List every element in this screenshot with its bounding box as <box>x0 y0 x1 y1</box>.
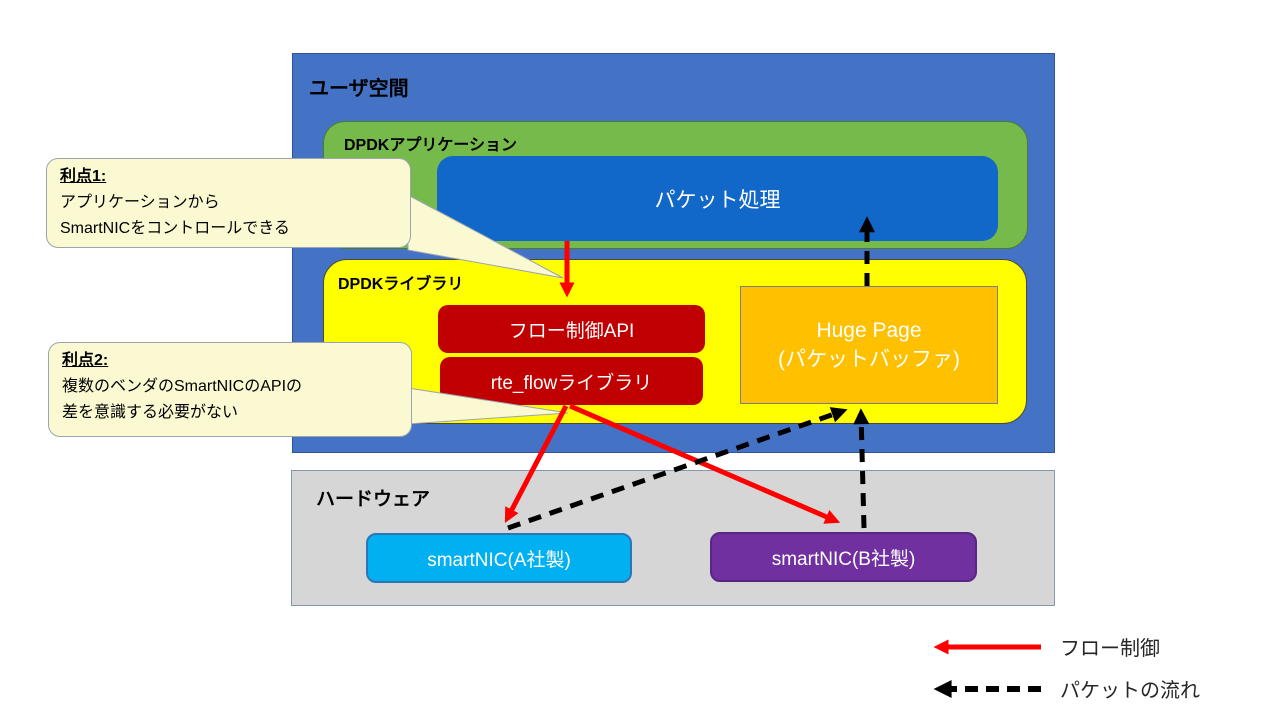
smartnic-a-label: smartNIC(A社製) <box>427 549 571 571</box>
smartnic-b-box: smartNIC(B社製) <box>710 532 977 582</box>
smartnic-a-box: smartNIC(A社製) <box>366 533 632 583</box>
callout-2-line2: 差を意識する必要がない <box>62 404 239 421</box>
flow-control-api-label: フロー制御API <box>508 320 635 342</box>
rte-flow-library-label: rte_flowライブラリ <box>490 372 653 394</box>
callout-benefit-2: 利点2: 複数のベンダのSmartNICのAPIの 差を意識する必要がない <box>48 342 412 437</box>
user-space-label: ユーザ空間 <box>309 78 409 100</box>
legend-flow-control-label: フロー制御 <box>1060 638 1160 660</box>
legend-packet-flow-label: パケットの流れ <box>1060 680 1200 702</box>
callout-2-line1: 複数のベンダのSmartNICのAPIの <box>62 378 303 395</box>
dpdk-library-label: DPDKライブラリ <box>338 276 464 293</box>
legend-packet-flow: パケットの流れ <box>926 674 1200 703</box>
huge-page-box: Huge Page (パケットバッファ) <box>740 286 998 404</box>
callout-1-line2: SmartNICをコントロールできる <box>60 220 290 237</box>
callout-1-title: 利点1: <box>60 168 107 185</box>
callout-2-title: 利点2: <box>62 352 109 369</box>
hardware-label: ハードウェア <box>316 489 431 510</box>
legend-solid-red-arrow-icon <box>933 639 1041 654</box>
flow-control-api-box: フロー制御API <box>438 305 705 353</box>
huge-page-label-line2: (パケットバッファ) <box>778 348 960 371</box>
rte-flow-library-box: rte_flowライブラリ <box>440 357 703 405</box>
callout-benefit-1: 利点1: アプリケーションから SmartNICをコントロールできる <box>46 158 411 248</box>
legend-flow-control: フロー制御 <box>926 632 1160 661</box>
packet-processing-label: パケット処理 <box>654 188 781 212</box>
packet-processing-box: パケット処理 <box>437 156 998 241</box>
smartnic-b-label: smartNIC(B社製) <box>771 548 916 570</box>
legend-dashed-black-arrow-icon <box>933 679 1041 698</box>
dpdk-application-label: DPDKアプリケーション <box>344 137 518 154</box>
huge-page-label-line1: Huge Page <box>816 319 922 342</box>
callout-1-line1: アプリケーションから <box>60 194 220 211</box>
